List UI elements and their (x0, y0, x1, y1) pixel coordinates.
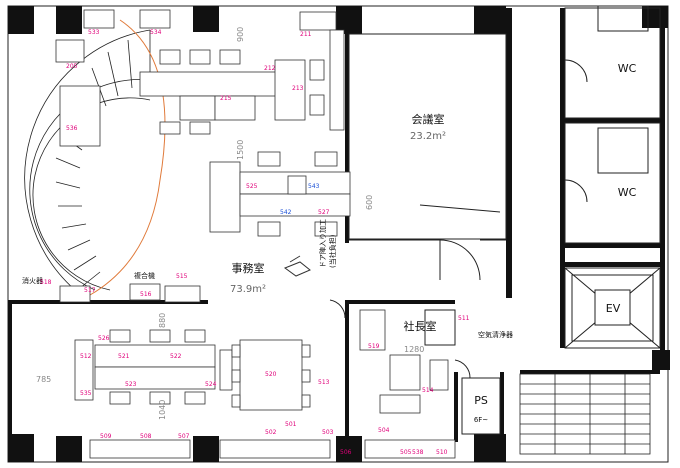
dim-1040: 1040 (158, 400, 167, 420)
stair-treads-right (519, 373, 651, 455)
marker-534: 534 (150, 29, 162, 36)
marker-512: 512 (80, 353, 92, 360)
dim-1280: 1280 (404, 345, 424, 354)
dim-900: 900 (236, 27, 245, 42)
marker-509: 509 (100, 433, 112, 440)
marker-502: 502 (265, 429, 277, 436)
marker-510: 510 (436, 449, 448, 456)
marker-523: 523 (125, 381, 137, 388)
marker-521b: 519 (368, 343, 380, 350)
marker-511: 511 (458, 315, 470, 322)
ev-name: EV (606, 302, 621, 315)
marker-515: 515 (176, 273, 188, 280)
marker-504: 504 (378, 427, 390, 434)
marker-542: 542 (280, 209, 292, 216)
dim-1500: 1500 (236, 140, 245, 160)
dim-600: 600 (365, 195, 374, 210)
wc-lower-name: WC (618, 186, 637, 199)
center-desk-cluster (209, 151, 351, 237)
dim-785: 785 (36, 375, 51, 384)
dim-880: 880 (158, 313, 167, 328)
copier-label: 複合機 (134, 271, 155, 280)
marker-506: 506 (340, 449, 352, 456)
meeting-room-area: 23.2m² (410, 131, 446, 142)
walls (8, 8, 665, 442)
marker-533: 533 (88, 29, 100, 36)
marker-215: 215 (220, 95, 232, 102)
office-room-name: 事務室 (232, 261, 265, 275)
upper-desk-cluster (139, 29, 345, 135)
ps-floors: 6F~ (474, 416, 488, 424)
marker-505: 505 (400, 449, 412, 456)
storage-block (55, 39, 85, 63)
meeting-room-boundary (348, 33, 507, 240)
marker-518: 518 (40, 279, 52, 286)
marker-524: 524 (205, 381, 217, 388)
marker-211: 211 (300, 31, 312, 38)
meeting-table-lower (231, 339, 311, 411)
air-purifier-label: 空気清浄器 (478, 330, 513, 339)
elevator-shaft (564, 267, 661, 349)
meeting-room-name: 会議室 (412, 112, 445, 126)
orange-path-line (89, 19, 166, 296)
marker-507: 507 (178, 433, 190, 440)
marker-520: 520 (265, 371, 277, 378)
marker-525: 525 (246, 183, 258, 190)
bottom-storage (89, 439, 456, 459)
marker-543: 543 (308, 183, 320, 190)
wc-lower-room (564, 122, 661, 244)
marker-536: 536 (66, 125, 78, 132)
marker-527: 527 (318, 209, 330, 216)
door-note-label: ドア陣入り加工 (318, 219, 327, 268)
wc-upper-name: WC (618, 62, 637, 75)
north-arrow-icon (283, 255, 311, 277)
marker-516: 516 (140, 291, 152, 298)
marker-535: 535 (80, 390, 92, 397)
door-note-sub-label: (当社負担) (328, 234, 337, 268)
wc-upper-room (564, 7, 661, 119)
marker-503: 503 (322, 429, 334, 436)
marker-538: 538 (412, 449, 424, 456)
president-room-name: 社長室 (404, 319, 437, 333)
marker-526: 526 (98, 335, 110, 342)
marker-521: 521 (118, 353, 130, 360)
lower-desk-cluster (74, 329, 233, 405)
marker-514: 514 (422, 387, 434, 394)
marker-213: 213 (292, 85, 304, 92)
marker-522: 522 (170, 353, 182, 360)
ps-shaft (461, 377, 501, 435)
ps-name: PS (474, 394, 488, 407)
marker-501: 501 (285, 421, 297, 428)
president-room-furniture (359, 309, 456, 414)
spiral-staircase (24, 29, 151, 291)
marker-517: 517 (84, 287, 96, 294)
marker-513: 513 (318, 379, 330, 386)
office-room-area: 73.9m² (230, 284, 266, 295)
marker-205: 205 (66, 63, 78, 70)
extinguisher-label: 消火器 (22, 276, 43, 285)
marker-508: 508 (140, 433, 152, 440)
meeting-door-swing (439, 239, 481, 281)
marker-212: 212 (264, 65, 276, 72)
